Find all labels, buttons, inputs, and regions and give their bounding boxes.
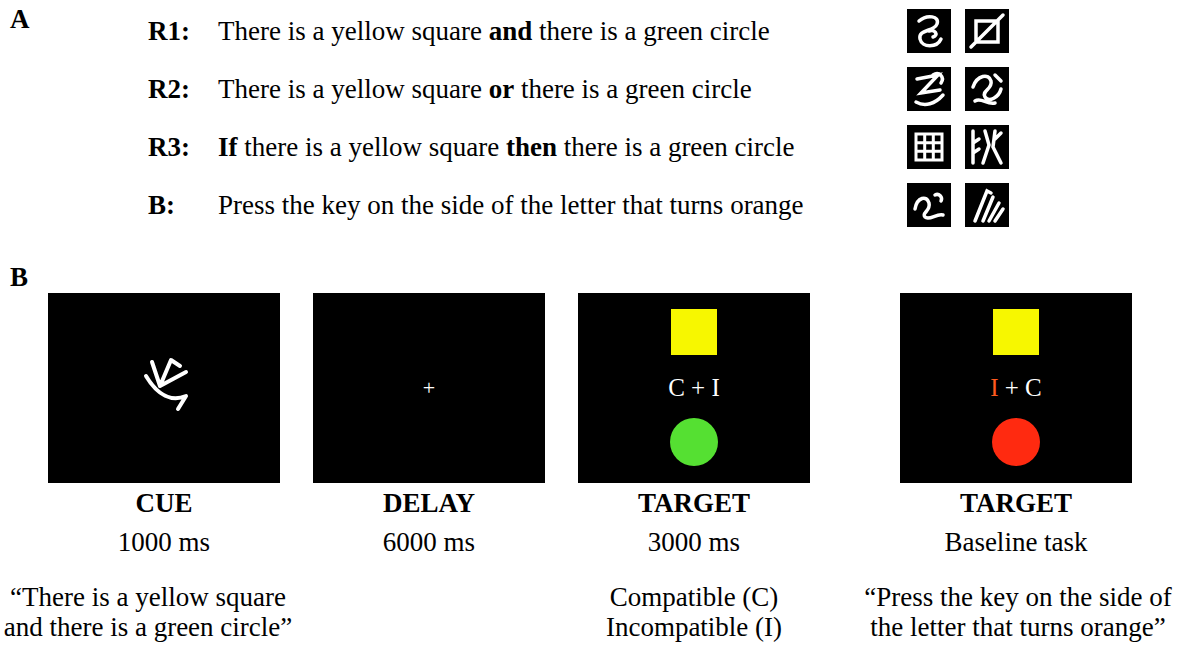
phase-duration: 6000 ms [383,527,475,557]
symbol-stroke [975,191,1003,221]
cue-symbol [907,67,951,111]
cue-symbol [965,125,1009,169]
rule-sentence: Press the key on the side of the letter … [218,190,804,220]
baseline-screen [900,293,1132,483]
yellow-square [993,309,1039,355]
delay-screen [313,293,545,483]
condition-label: Incompatible (I) [606,612,782,642]
symbol-stroke [973,131,1001,163]
screen-text: I [990,374,998,402]
phase-name: DELAY [383,488,475,518]
rule-connective: or [489,74,514,104]
condition-label: Compatible (C) [610,582,779,612]
cue-symbol [965,9,1009,53]
cue-symbol [965,183,1009,227]
rule-part: there is a green circle [539,16,770,46]
cue-symbol [907,125,951,169]
rule-code: R1: [148,16,190,46]
rule-code: R3: [148,132,190,162]
phase-name: TARGET [638,488,750,518]
panel-letter: B [10,262,28,292]
phase-duration: 3000 ms [648,527,740,557]
red-circle [992,418,1040,466]
rule-sentence: There is a yellow squareandthere is a gr… [218,16,770,46]
cue-glyph [146,360,186,409]
rule-code: B: [148,190,175,220]
rule-sentence: Ifthere is a yellow squarethenthere is a… [218,132,795,162]
symbol-ground [907,9,951,53]
rule-part: Press the key on the side of the letter … [218,190,804,220]
cue-symbol [907,9,951,53]
rule-part: there is a green circle [564,132,795,162]
symbol-stroke [971,15,1003,47]
task-name: Baseline task [944,527,1087,557]
yellow-square [671,309,717,355]
target-screen-text: C + I [578,293,810,483]
cue-symbol [965,67,1009,111]
cue-symbol [907,183,951,227]
symbol-stroke [973,75,1001,103]
instruction-quote: “There is a yellow square and there is a… [0,582,298,642]
symbol-ground [965,183,1009,227]
rule-part: there is a yellow square [244,132,499,162]
rule-sentence: There is a yellow squareorthere is a gre… [218,74,752,104]
rule-connective: If [218,132,238,162]
phase-name: CUE [135,488,192,518]
symbol-stroke [916,134,942,160]
symbol-ground [965,9,1009,53]
rule-connective: and [489,16,533,46]
panel-letter: A [10,4,30,34]
symbol-stroke [915,194,943,218]
rule-part: there is a green circle [521,74,752,104]
symbol-ground [965,67,1009,111]
rule-part: There is a yellow square [218,16,482,46]
instruction-quote: “Press the key on the side of the letter… [856,582,1181,642]
rule-code: R2: [148,74,190,104]
symbol-stroke [916,74,943,105]
screen-text: + [423,375,435,401]
green-circle [670,418,718,466]
delay-screen-text: + [313,293,545,483]
rule-part: There is a yellow square [218,74,482,104]
baseline-screen-text: I+ C [900,293,1132,483]
symbol-ground [907,183,951,227]
screen-text: C + I [668,374,720,402]
symbol-stroke [919,17,941,46]
phase-duration: 1000 ms [118,527,210,557]
phase-name: TARGET [960,488,1072,518]
symbol-ground [907,125,951,169]
screen-text: + C [1005,374,1042,402]
target-screen [578,293,810,483]
cue-screen [48,293,280,483]
symbol-ground [965,125,1009,169]
symbol-ground [907,67,951,111]
rule-connective: then [506,132,557,162]
